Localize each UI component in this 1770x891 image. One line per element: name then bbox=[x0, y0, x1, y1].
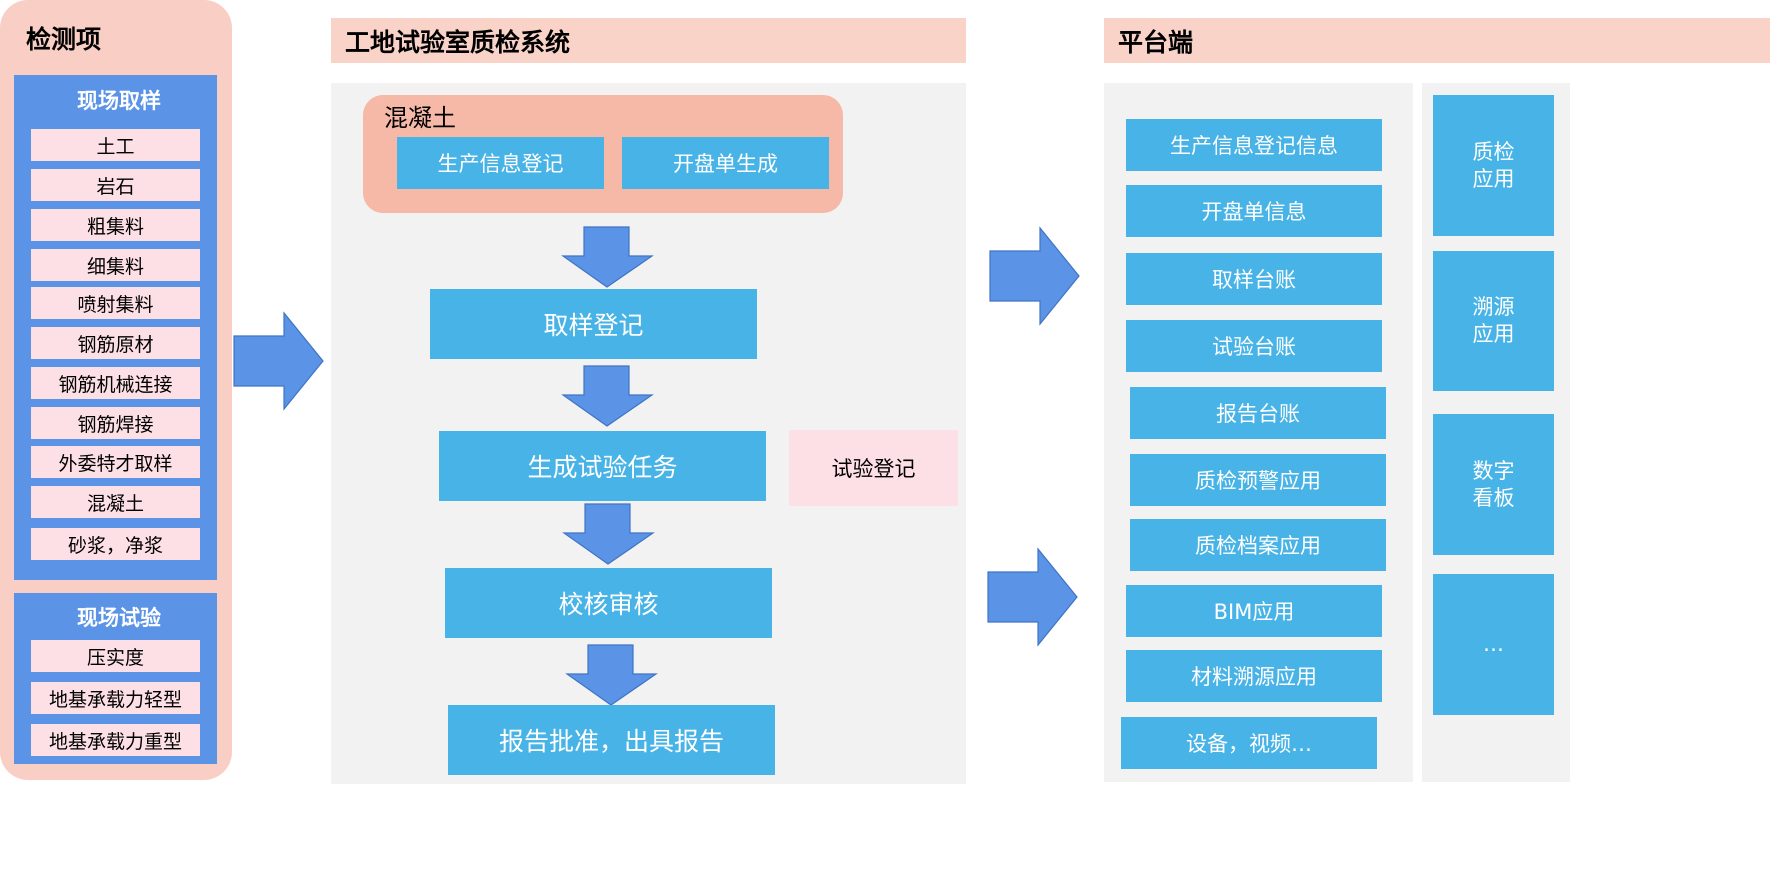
sampling-item[interactable]: 钢筋机械连接 bbox=[31, 367, 200, 399]
platform-app-item[interactable]: 材料溯源应用 bbox=[1126, 650, 1382, 702]
side-box-line: 溯源 bbox=[1472, 295, 1515, 319]
test-register-note[interactable]: 试验登记 bbox=[789, 430, 958, 506]
sampling-item[interactable]: 岩石 bbox=[31, 169, 200, 201]
side-box-line: 应用 bbox=[1472, 166, 1515, 191]
production-info-register-button[interactable]: 生产信息登记 bbox=[397, 137, 604, 189]
side-box-line: 数字 bbox=[1472, 458, 1515, 483]
sampling-item[interactable]: 钢筋原材 bbox=[31, 327, 200, 359]
sampling-item[interactable]: 粗集料 bbox=[31, 209, 200, 241]
side-box-line: 质检 bbox=[1472, 139, 1515, 164]
sampling-item[interactable]: 喷射集料 bbox=[31, 287, 200, 319]
platform-app-item[interactable]: 报告台账 bbox=[1130, 387, 1386, 439]
quality-app-box[interactable]: 质检 应用 bbox=[1433, 95, 1554, 236]
platform-app-item[interactable]: 设备，视频… bbox=[1121, 717, 1377, 769]
detection-items-title: 检测项 bbox=[26, 25, 102, 54]
mixing-order-generate-button[interactable]: 开盘单生成 bbox=[622, 137, 829, 189]
sampling-register-step[interactable]: 取样登记 bbox=[430, 289, 757, 359]
digital-dashboard-box[interactable]: 数字 看板 bbox=[1433, 414, 1554, 555]
platform-app-item[interactable]: 试验台账 bbox=[1126, 320, 1382, 372]
side-box-line: … bbox=[1483, 632, 1504, 656]
down-arrow-icon bbox=[562, 503, 655, 565]
onsite-test-title: 现场试验 bbox=[77, 606, 161, 630]
sampling-item[interactable]: 细集料 bbox=[31, 249, 200, 281]
test-item[interactable]: 压实度 bbox=[31, 640, 200, 672]
sampling-item[interactable]: 外委特才取样 bbox=[31, 446, 200, 478]
right-arrow-icon bbox=[989, 226, 1080, 326]
platform-app-item[interactable]: BIM应用 bbox=[1126, 585, 1382, 637]
platform-app-item[interactable]: 生产信息登记信息 bbox=[1126, 119, 1382, 171]
traceability-app-box[interactable]: 溯源 应用 bbox=[1433, 251, 1554, 391]
platform-app-item[interactable]: 开盘单信息 bbox=[1126, 185, 1382, 237]
sampling-item[interactable]: 砂浆，净浆 bbox=[31, 528, 200, 560]
sampling-item[interactable]: 土工 bbox=[31, 129, 200, 161]
onsite-sampling-title: 现场取样 bbox=[77, 89, 161, 113]
concrete-label: 混凝土 bbox=[384, 104, 456, 132]
side-box-line: 看板 bbox=[1472, 485, 1515, 510]
down-arrow-icon bbox=[561, 226, 654, 288]
sampling-item[interactable]: 钢筋焊接 bbox=[31, 407, 200, 439]
platform-app-item[interactable]: 质检预警应用 bbox=[1130, 454, 1386, 506]
test-item[interactable]: 地基承载力重型 bbox=[31, 724, 200, 756]
platform-app-item[interactable]: 质检档案应用 bbox=[1130, 519, 1386, 571]
report-approval-step[interactable]: 报告批准，出具报告 bbox=[448, 705, 775, 775]
down-arrow-icon bbox=[561, 365, 654, 427]
lab-system-header: 工地试验室质检系统 bbox=[331, 18, 966, 63]
platform-header: 平台端 bbox=[1104, 18, 1770, 63]
platform-app-item[interactable]: 取样台账 bbox=[1126, 253, 1382, 305]
side-box-line: 应用 bbox=[1472, 322, 1515, 346]
right-arrow-icon bbox=[987, 547, 1078, 647]
generate-test-task-step[interactable]: 生成试验任务 bbox=[439, 431, 766, 501]
right-arrow-icon bbox=[233, 311, 324, 411]
test-item[interactable]: 地基承载力轻型 bbox=[31, 682, 200, 714]
sampling-item[interactable]: 混凝土 bbox=[31, 486, 200, 518]
review-audit-step[interactable]: 校核审核 bbox=[445, 568, 772, 638]
more-box[interactable]: … bbox=[1433, 574, 1554, 715]
down-arrow-icon bbox=[565, 644, 658, 706]
